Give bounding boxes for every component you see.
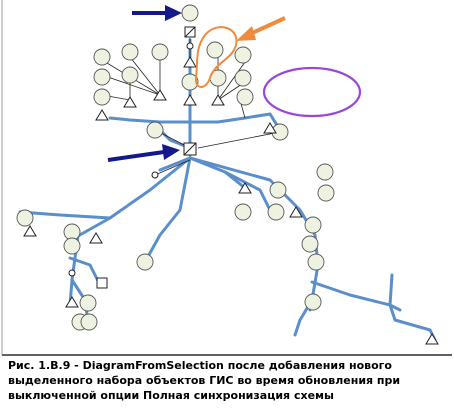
connector — [197, 131, 281, 149]
orange-arrow — [236, 16, 286, 41]
circle-node-icon — [304, 293, 322, 311]
square-node-icon — [183, 142, 197, 156]
circle-node-icon — [301, 235, 319, 253]
circle-node-icon — [93, 68, 111, 86]
pipe-segment — [108, 116, 192, 124]
annotated-node-icon — [68, 269, 76, 277]
pipe-segment — [143, 156, 192, 264]
triangle-node-icon — [95, 109, 109, 121]
circle-node-icon — [79, 294, 97, 312]
triangle-node-icon — [153, 89, 167, 101]
pipe-network — [18, 38, 437, 342]
circle-node-icon — [16, 209, 34, 227]
circle-nodes — [16, 4, 335, 331]
pipe-segment — [188, 156, 247, 190]
square-nodes — [96, 26, 197, 289]
triangle-node-icon — [289, 206, 303, 218]
connector — [154, 159, 191, 176]
caption-line: выключенной опции Полная синхронизация с… — [8, 389, 334, 402]
pipe-segment — [188, 112, 272, 124]
circle-node-icon — [151, 43, 169, 61]
connector — [101, 74, 161, 96]
circle-node-icon — [304, 216, 322, 234]
triangle-node-icon — [211, 94, 225, 106]
circle-node-icon — [317, 184, 335, 202]
triangle-node-icon — [238, 182, 252, 194]
caption-line: выделенного набора объектов ГИС во время… — [8, 374, 401, 387]
circle-node-icon — [80, 313, 98, 331]
circle-node-icon — [267, 203, 285, 221]
circle-node-icon — [181, 73, 199, 91]
pipe-segment — [388, 273, 394, 307]
annotated-node-icon — [151, 171, 159, 179]
circle-node-icon — [121, 66, 139, 84]
triangle-node-icon — [65, 296, 79, 308]
triangle-node-icon — [23, 225, 37, 237]
circle-node-icon — [136, 253, 154, 271]
triangle-node-icon — [183, 56, 197, 68]
circle-node-icon — [206, 41, 224, 59]
circle-node-icon — [146, 121, 164, 139]
circle-node-icon — [234, 46, 252, 64]
circle-node-icon — [307, 253, 325, 271]
caption-line: Рис. 1.В.9 - DiagramFromSelection после … — [8, 359, 392, 372]
triangle-node-icon — [89, 232, 103, 244]
connector — [129, 56, 161, 96]
circle-node-icon — [63, 237, 81, 255]
connector — [217, 61, 246, 101]
pipe-segment — [223, 170, 272, 212]
circle-node-icon — [93, 88, 111, 106]
circle-node-icon — [234, 203, 252, 221]
circle-node-icon — [316, 163, 334, 181]
pipe-segment — [310, 280, 402, 312]
circle-node-icon — [181, 4, 199, 22]
triangle-node-icon — [183, 94, 197, 106]
orange-highlight-outline — [194, 26, 238, 88]
annotated-node-icon — [186, 42, 194, 50]
square-node-icon — [184, 26, 196, 38]
triangle-node-icon — [263, 122, 277, 134]
triangle-nodes — [23, 56, 439, 345]
circle-node-icon — [121, 43, 139, 61]
circle-node-icon — [269, 181, 287, 199]
circle-node-icon — [234, 69, 252, 87]
arrow-head-icon — [236, 26, 256, 41]
blue-arrow-middle — [107, 144, 180, 162]
circle-node-icon — [236, 88, 254, 106]
pipe-segment — [76, 156, 192, 238]
arrow-head-icon — [165, 5, 182, 21]
annotated-nodes — [68, 42, 194, 277]
pipe-segment — [18, 210, 112, 220]
square-node-icon — [96, 277, 108, 289]
circle-node-icon — [93, 48, 111, 66]
figure-caption: Рис. 1.В.9 - DiagramFromSelection после … — [8, 358, 448, 403]
triangle-node-icon — [425, 333, 439, 345]
blue-arrow-top — [132, 5, 182, 21]
arrow-head-icon — [162, 144, 180, 160]
triangle-node-icon — [123, 96, 137, 108]
purple-highlight-ellipse — [262, 66, 362, 118]
pipe-segment — [158, 156, 192, 172]
pipe-segment — [388, 303, 437, 342]
